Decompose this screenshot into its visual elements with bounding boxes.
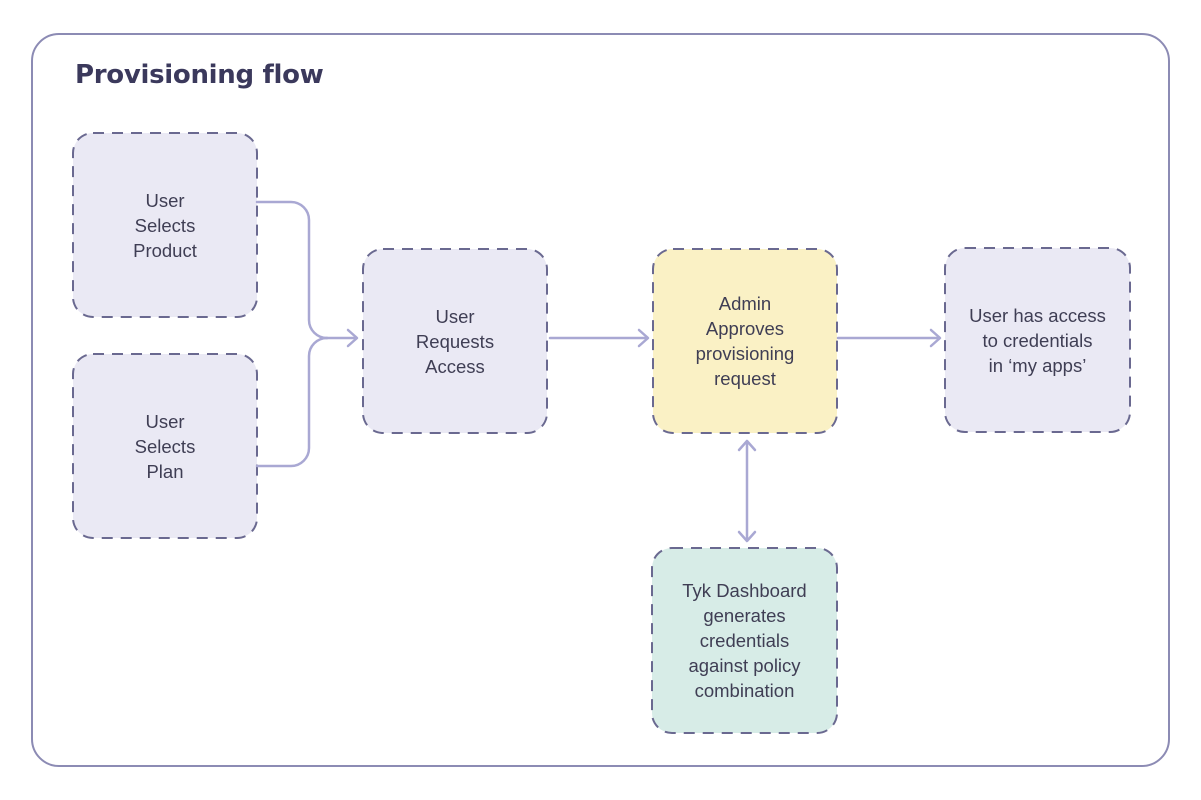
node-box-user-requests-access xyxy=(362,248,548,434)
node-tyk-dashboard-generates-credentials: Tyk Dashboard generates credentials agai… xyxy=(652,548,837,733)
arrowhead-requests-access xyxy=(346,328,359,348)
edge-plan-to-merge xyxy=(255,336,329,468)
node-user-requests-access: User Requests Access xyxy=(363,249,547,433)
arrowhead-admin xyxy=(637,328,650,348)
node-user-selects-plan: User Selects Plan xyxy=(73,354,257,538)
node-user-has-access-credentials: User has access to credentials in ‘my ap… xyxy=(945,248,1130,432)
node-label-text: User Selects Plan xyxy=(134,410,196,482)
node-label-text: User Selects Product xyxy=(133,189,197,261)
node-label-text: Admin Approves provisioning request xyxy=(695,293,795,389)
node-box-user-selects-plan xyxy=(72,353,258,539)
node-label-text: User has access to credentials in ‘my ap… xyxy=(969,304,1106,376)
node-box-user-selects-product xyxy=(72,132,258,318)
node-label-text: Tyk Dashboard generates credentials agai… xyxy=(682,580,807,701)
edge-product-to-merge xyxy=(255,200,329,340)
node-box-user-has-access-credentials xyxy=(944,247,1131,433)
node-user-selects-product: User Selects Product xyxy=(73,133,257,317)
node-box-tyk-dashboard-generates-credentials xyxy=(651,547,838,734)
arrowhead-has-access xyxy=(929,328,942,348)
arrowhead-down-dashboard xyxy=(737,530,757,543)
node-label-text: User Requests Access xyxy=(415,305,495,377)
node-admin-approves-request: Admin Approves provisioning request xyxy=(653,249,837,433)
node-box-admin-approves-request xyxy=(652,248,838,434)
diagram-title: Provisioning flow xyxy=(75,60,324,90)
arrowhead-up-admin xyxy=(737,439,757,452)
